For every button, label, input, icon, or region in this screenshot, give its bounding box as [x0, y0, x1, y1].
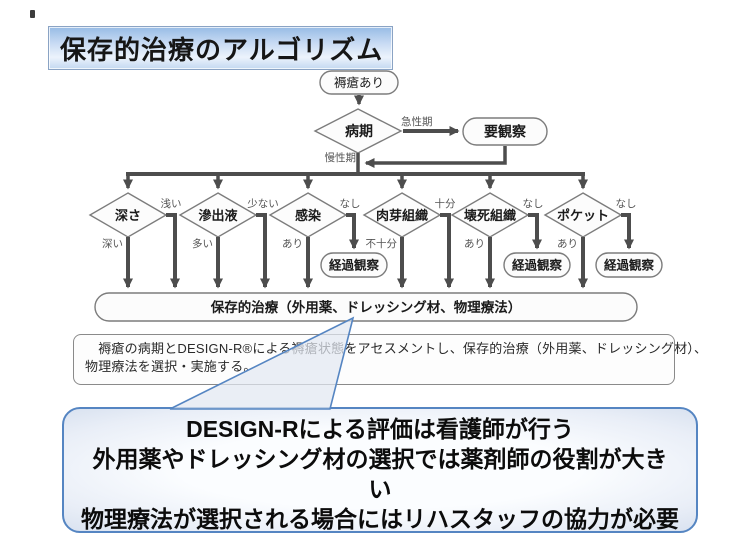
- arrow-depth-right: [166, 213, 180, 289]
- page-title-text: 保存的治療のアルゴリズム: [60, 34, 384, 65]
- infection-down-label: あり: [282, 238, 303, 250]
- followup-node-pocket: [595, 252, 663, 278]
- depth-label: 深さ: [115, 208, 141, 223]
- arrow-pocket-to-followup: [621, 213, 634, 250]
- arrow-granulation-right: [440, 213, 454, 289]
- depth-right-label: 浅い: [161, 197, 182, 210]
- depth-down-label: 深い: [102, 238, 123, 250]
- observe-node: [462, 117, 548, 146]
- granulation-right-label: 十分: [435, 197, 456, 210]
- treatment-node-label: 保存的治療（外用薬、ドレッシング材、物理療法）: [210, 299, 522, 315]
- exudate-right-label: 少ない: [247, 198, 279, 210]
- exudate-label: 滲出液: [198, 208, 237, 223]
- note-line-1: 褥瘡の病期とDESIGN-R®による褥瘡状態をアセスメントし、保存的治療（外用薬…: [85, 341, 708, 356]
- callout-line-4: 物理療法が選択される場合にはリハスタッフの協力が必要: [81, 506, 679, 532]
- necrotic-label: 壊死組織: [464, 208, 516, 223]
- callout-box: DESIGN-Rによる評価は看護師が行う 外用薬やドレッシング材の選択では薬剤師…: [62, 407, 698, 533]
- necrotic-down-label: あり: [464, 238, 485, 250]
- infection-label: 感染: [295, 208, 322, 223]
- scan-artifact: [30, 10, 35, 18]
- note-box: 褥瘡の病期とDESIGN-R®による褥瘡状態をアセスメントし、保存的治療（外用薬…: [73, 334, 708, 385]
- note-line-2: 物理療法を選択・実施する。: [85, 359, 257, 374]
- pocket-down-label: あり: [557, 238, 578, 250]
- stage-label: 病期: [345, 123, 373, 139]
- pocket-label: ポケット: [557, 208, 609, 223]
- infection-right-label: なし: [340, 198, 361, 210]
- pocket-right-label: なし: [616, 198, 637, 210]
- start-node: [319, 70, 399, 95]
- followup-label-infection: 経過観察: [329, 258, 380, 273]
- acute-branch-label: 急性期: [401, 115, 433, 128]
- observe-node-label: 要観察: [484, 124, 527, 140]
- arrow-necrotic-to-followup: [528, 213, 542, 250]
- followup-label-necrotic: 経過観察: [512, 258, 563, 273]
- granulation-down-label: 不十分: [366, 237, 398, 250]
- followup-label-pocket: 経過観察: [604, 258, 655, 273]
- exudate-down-label: 多い: [192, 237, 213, 250]
- start-node-label: 褥瘡あり: [334, 75, 384, 90]
- callout-line-2: 外用薬やドレッシング材の選択では薬剤師の役割が大き: [92, 446, 668, 472]
- necrotic-right-label: なし: [523, 198, 544, 210]
- followup-node-necrotic: [503, 252, 571, 278]
- granulation-label: 肉芽組織: [376, 208, 428, 223]
- callout-line-1: DESIGN-Rによる評価は看護師が行う: [186, 416, 574, 442]
- followup-node-infection: [320, 252, 388, 278]
- page-title: 保存的治療のアルゴリズム: [48, 26, 393, 70]
- arrow-observe-return: [364, 146, 507, 168]
- chronic-branch-label: 慢性期: [325, 151, 357, 164]
- treatment-node: [94, 292, 638, 322]
- callout-line-3: い: [368, 476, 392, 502]
- arrow-infection-to-followup: [346, 213, 359, 250]
- arrow-exudate-right: [256, 213, 270, 289]
